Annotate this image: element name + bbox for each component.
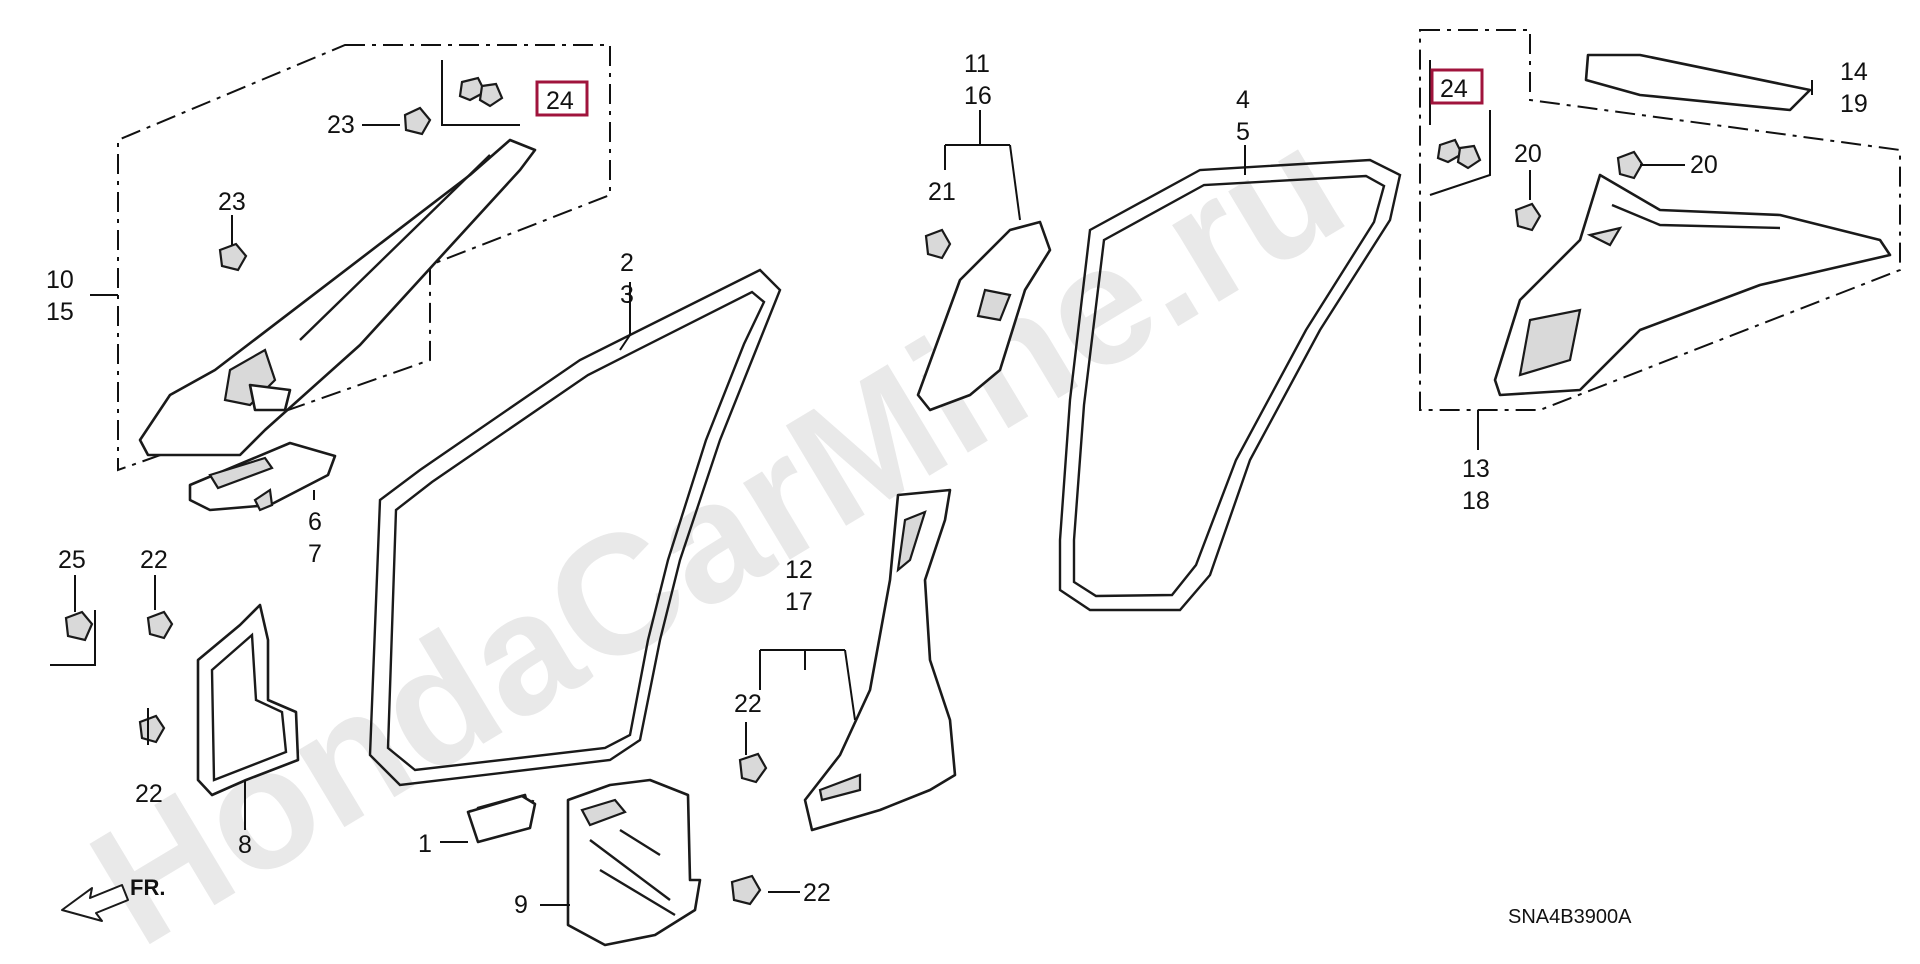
- rear-pillar-trim[interactable]: [1493, 173, 1892, 397]
- clip-20-left[interactable]: [1514, 202, 1542, 232]
- callout-13: 13: [1462, 455, 1490, 483]
- callout-23-upper: 23: [327, 111, 355, 139]
- clip-24-right[interactable]: [1436, 138, 1482, 170]
- clip-23-lower[interactable]: [218, 242, 248, 272]
- highlight-box-24-left: [535, 80, 589, 117]
- clip-22-b[interactable]: [138, 714, 166, 744]
- callout-11: 11: [964, 50, 990, 78]
- callout-6: 6: [308, 508, 322, 536]
- callout-18: 18: [1462, 487, 1490, 515]
- clip-20-right[interactable]: [1616, 150, 1644, 180]
- callout-15: 15: [46, 298, 74, 326]
- watermark: HondaCarMine.ru: [61, 89, 1373, 959]
- callout-22-a: 22: [140, 546, 168, 574]
- callout-20-right: 20: [1690, 151, 1718, 179]
- callout-21: 21: [928, 178, 956, 206]
- callout-19: 19: [1840, 90, 1868, 118]
- callout-24-right: 24: [1440, 75, 1468, 103]
- diagram-code: SNA4B3900A: [1508, 906, 1632, 928]
- callout-7: 7: [308, 540, 322, 568]
- b-pillar-upper-trim[interactable]: [916, 220, 1052, 412]
- front-door-weatherstrip[interactable]: [368, 268, 782, 787]
- callout-4: 4: [1236, 86, 1250, 114]
- pad-plate[interactable]: [466, 794, 537, 844]
- clip-23-upper[interactable]: [403, 106, 432, 136]
- group-box-left: [117, 44, 611, 472]
- callout-23-lower: 23: [218, 188, 246, 216]
- callout-22-d: 22: [803, 879, 831, 907]
- highlight-box-24-right: [1430, 68, 1484, 105]
- kick-panel[interactable]: [196, 603, 300, 797]
- callout-3: 3: [620, 281, 634, 309]
- callout-14: 14: [1840, 58, 1868, 86]
- clip-21[interactable]: [924, 228, 952, 260]
- callout-8: 8: [238, 831, 252, 859]
- callout-16: 16: [964, 82, 992, 110]
- clip-22-c[interactable]: [738, 752, 768, 784]
- front-direction-label: FR.: [130, 875, 165, 900]
- callout-17: 17: [785, 588, 813, 616]
- upper-strip[interactable]: [1584, 53, 1812, 112]
- front-direction-arrow-icon: [61, 884, 129, 922]
- callout-10: 10: [46, 266, 74, 294]
- side-lower-trim[interactable]: [566, 778, 702, 947]
- a-pillar-trim[interactable]: [138, 138, 537, 457]
- leader-lines: [50, 60, 1813, 906]
- group-box-right: [1419, 29, 1901, 411]
- callout-22-c: 22: [734, 690, 762, 718]
- callout-24-left: 24: [546, 87, 574, 115]
- callout-2: 2: [620, 249, 634, 277]
- rear-door-weatherstrip[interactable]: [1058, 158, 1402, 612]
- clip-22-d[interactable]: [730, 874, 762, 906]
- callout-20-left: 20: [1514, 140, 1542, 168]
- clip-25[interactable]: [64, 610, 94, 642]
- callout-5: 5: [1236, 118, 1250, 146]
- clip-24-left[interactable]: [458, 76, 504, 108]
- callout-1: 1: [418, 830, 432, 858]
- callout-25: 25: [58, 546, 86, 574]
- b-pillar-lower-trim[interactable]: [803, 488, 957, 832]
- clip-22-a[interactable]: [146, 610, 174, 640]
- callout-12: 12: [785, 556, 813, 584]
- callout-22-b: 22: [135, 780, 163, 808]
- switch-panel[interactable]: [188, 441, 337, 512]
- callout-9: 9: [514, 891, 528, 919]
